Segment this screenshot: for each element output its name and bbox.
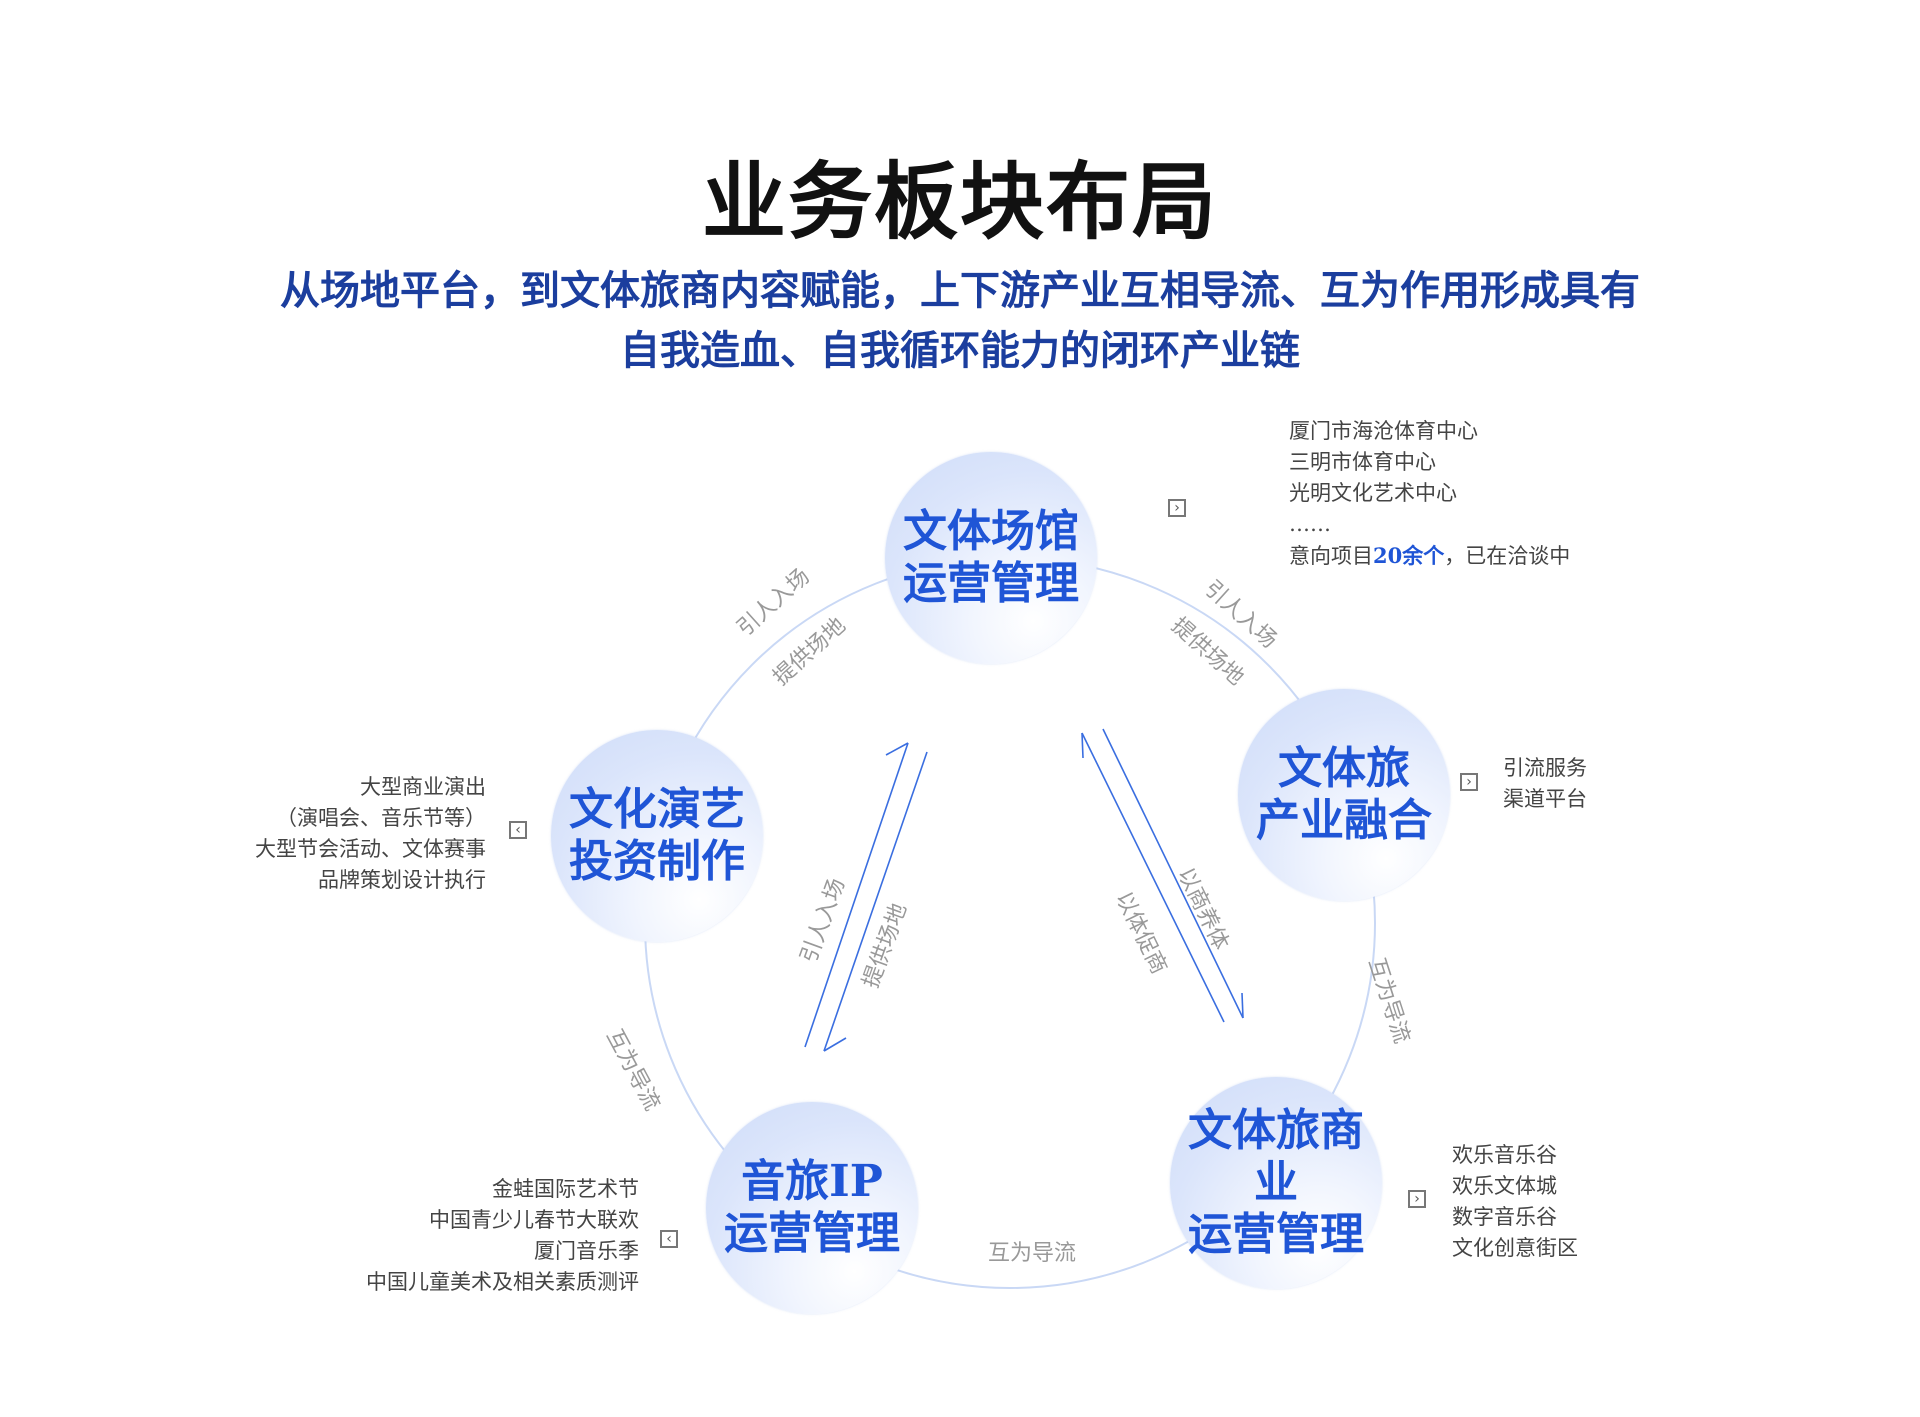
list-item: …… <box>1289 512 1331 536</box>
node-label: 运营管理 <box>1188 1209 1364 1260</box>
list-item: 渠道平台 <box>1503 787 1587 811</box>
list-item: 大型商业演出 <box>360 775 486 799</box>
list-item: 欢乐音乐谷 <box>1452 1143 1557 1167</box>
list-item-prefix: 意向项目 <box>1289 544 1373 568</box>
node-label: 音旅IP <box>741 1156 883 1207</box>
list-item: 金蛙国际艺术节 <box>492 1177 639 1201</box>
node-commerce-operation: 文体旅商业 运营管理 <box>1170 1077 1382 1289</box>
list-item-suffix: ，已在洽谈中 <box>1444 544 1571 568</box>
node-label: 运营管理 <box>724 1208 900 1259</box>
node-label: 文体场馆 <box>903 506 1079 557</box>
list-item: 厦门市海沧体育中心 <box>1289 419 1478 443</box>
subtitle-line-2: 自我造血、自我循环能力的闭环产业链 <box>620 327 1300 374</box>
arrow-down-head-right <box>1241 992 1244 1019</box>
list-item: 厦门音乐季 <box>534 1239 639 1263</box>
page-title: 业务板块布局 <box>701 152 1218 251</box>
list-item: 意向项目20余个，已在洽谈中 <box>1289 540 1570 572</box>
list-item: （演唱会、音乐节等） <box>276 806 486 830</box>
list-item: 光明文化艺术中心 <box>1289 481 1457 505</box>
arrow-up-head-right <box>1081 732 1084 759</box>
list-item: 引流服务 <box>1503 756 1587 780</box>
edge-label-mutual-flow-bottom: 互为导流 <box>988 1241 1077 1266</box>
chevron-left-icon: ‹ <box>509 821 527 839</box>
list-item: 品牌策划设计执行 <box>318 868 486 892</box>
chevron-right-icon: › <box>1408 1190 1426 1208</box>
venue-project-list: 厦门市海沧体育中心 三明市体育中心 光明文化艺术中心 …… 意向项目20余个，已… <box>1289 416 1570 572</box>
commerce-list: 欢乐音乐谷 欢乐文体城 数字音乐谷 文化创意街区 <box>1452 1140 1578 1264</box>
arrow-down-head <box>823 1037 847 1052</box>
node-music-ip-operation: 音旅IP 运营管理 <box>706 1102 918 1314</box>
node-label: 运营管理 <box>903 558 1079 609</box>
performance-list: 大型商业演出 （演唱会、音乐节等） 大型节会活动、文体赛事 品牌策划设计执行 <box>255 772 486 896</box>
list-item: 欢乐文体城 <box>1452 1174 1557 1198</box>
chevron-right-icon: › <box>1460 773 1478 791</box>
node-label: 产业融合 <box>1256 795 1432 846</box>
node-industry-integration: 文体旅 产业融合 <box>1238 689 1450 901</box>
node-performance-investment: 文化演艺 投资制作 <box>551 730 763 942</box>
project-count: 20余个 <box>1373 543 1445 568</box>
music-ip-list: 金蛙国际艺术节 中国青少儿春节大联欢 厦门音乐季 中国儿童美术及相关素质测评 <box>366 1174 639 1298</box>
industry-list: 引流服务 渠道平台 <box>1503 753 1587 815</box>
arrow-up-line <box>804 742 909 1048</box>
list-item: 中国青少儿春节大联欢 <box>429 1208 639 1232</box>
chevron-right-icon: › <box>1168 499 1186 517</box>
node-label: 文化演艺 <box>569 784 745 835</box>
node-label: 文体旅商业 <box>1188 1105 1364 1208</box>
chevron-left-icon: ‹ <box>660 1230 678 1248</box>
list-item: 文化创意街区 <box>1452 1236 1578 1260</box>
arrow-down-line-right <box>1102 728 1244 1019</box>
list-item: 数字音乐谷 <box>1452 1205 1557 1229</box>
node-venue-operation: 文体场馆 运营管理 <box>885 452 1097 664</box>
list-item: 大型节会活动、文体赛事 <box>255 837 486 861</box>
list-item: 中国儿童美术及相关素质测评 <box>366 1270 639 1294</box>
arrow-up-line-right <box>1081 732 1225 1023</box>
node-label: 投资制作 <box>569 836 745 887</box>
node-label: 文体旅 <box>1278 743 1410 794</box>
subtitle-line-1: 从场地平台，到文体旅商内容赋能，上下游产业互相导流、互为作用形成具有 <box>280 267 1640 314</box>
arrow-up-head <box>885 742 909 756</box>
list-item: 三明市体育中心 <box>1289 450 1436 474</box>
arrow-down-line <box>823 751 928 1052</box>
